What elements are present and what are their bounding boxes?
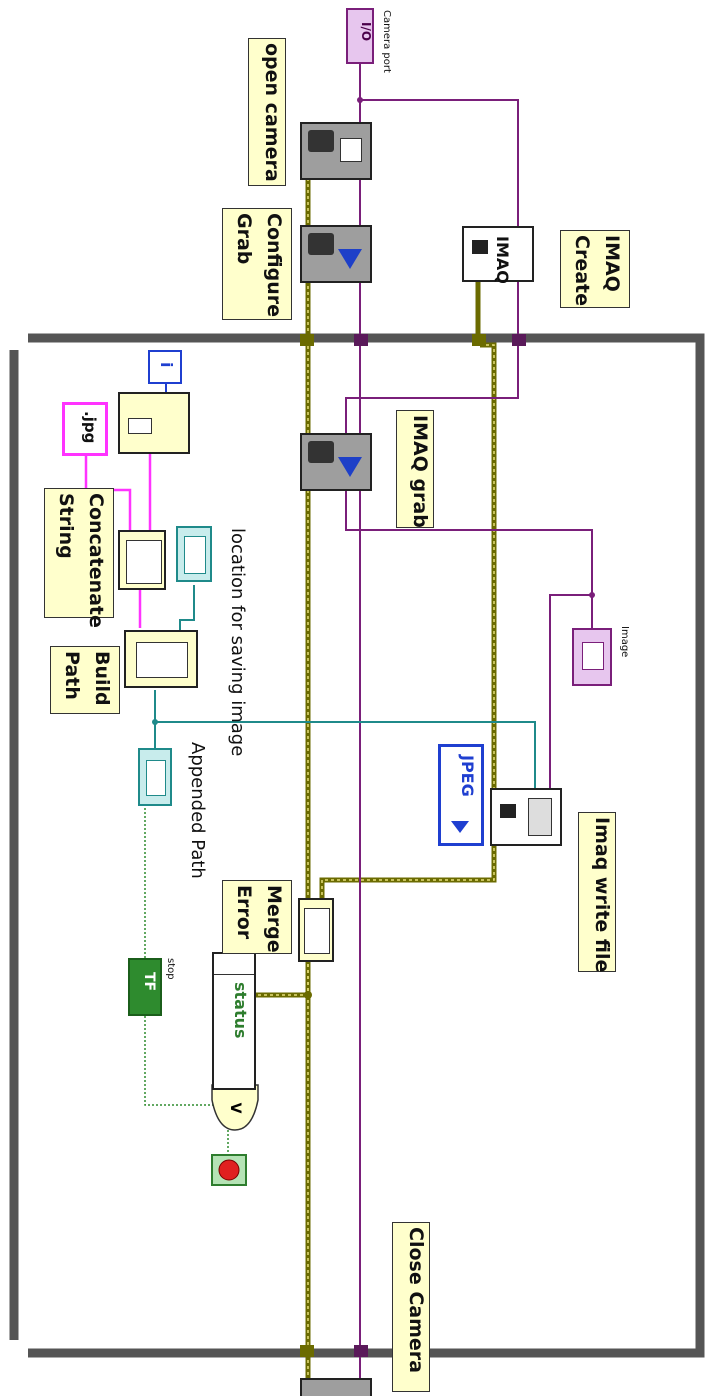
open-camera-label: open camera [248,38,286,186]
stop-label: stop [165,958,176,980]
appended-path-indicator [138,748,172,806]
imaq-grab-label: IMAQ grab [396,410,434,528]
loop-frame-break-bottom [4,1340,28,1360]
appended-path-label: Appended Path [187,742,208,879]
number-to-string-node[interactable] [118,392,190,454]
loop-frame-break-top [4,330,28,350]
imaq-create-node[interactable]: IMAQ [462,226,534,284]
imaq-create-label: IMAQ Create [560,230,630,308]
concatenate-string-node[interactable] [118,530,166,590]
stop-button-control[interactable]: TF [128,958,162,1016]
jpg-string-constant[interactable]: .jpg [62,402,108,456]
open-camera-node[interactable] [300,122,372,180]
new-document-icon [340,138,362,162]
down-triangle-icon [338,457,362,477]
concat-icon [126,540,162,584]
location-path-control[interactable] [176,526,212,582]
format-icon [128,418,152,434]
merge-errors-node[interactable] [298,898,334,962]
status-unbundle-node: status [212,952,256,1090]
down-triangle-icon [338,249,362,269]
concatenate-string-label: Concatenate String [44,488,114,628]
path-icon [184,536,206,574]
imaq-write-file-node[interactable] [490,788,562,846]
dropdown-arrow-icon [451,821,469,833]
camera-icon [308,233,334,255]
imaq-grab-node[interactable] [300,433,372,491]
jpeg-enum-constant[interactable]: JPEG [438,744,484,846]
path-icon [146,760,166,796]
location-for-saving-label: location for saving image [227,528,248,757]
configure-grab-label: Configure Grab [222,208,292,320]
svg-text:V: V [227,1103,243,1114]
iteration-terminal: i [148,350,182,384]
image-indicator [572,628,612,686]
tunnels [300,334,526,1357]
imaq-write-file-label: Imaq write file [578,812,616,972]
build-path-label: Build Path [50,646,120,714]
unbundle-arrow-icon [214,954,254,975]
imaq-icon [472,240,488,254]
camera-icon [308,441,334,463]
image-icon [582,642,604,670]
or-gate [211,1084,259,1131]
merge-error-label: Merge Error [222,880,292,954]
configure-grab-node[interactable] [300,225,372,283]
image-label: Image [619,626,630,658]
write-file-icon [528,798,552,836]
camera-icon [308,130,334,152]
imaq-icon [500,804,516,818]
path-join-icon [136,642,188,678]
camera-port-terminal[interactable]: I/O [346,8,374,64]
close-camera-node[interactable] [300,1378,372,1396]
close-camera-label: Close Camera [392,1222,430,1392]
camera-port-label: Camera port [381,10,392,73]
merge-icon [304,908,330,954]
build-path-node[interactable] [124,630,198,688]
